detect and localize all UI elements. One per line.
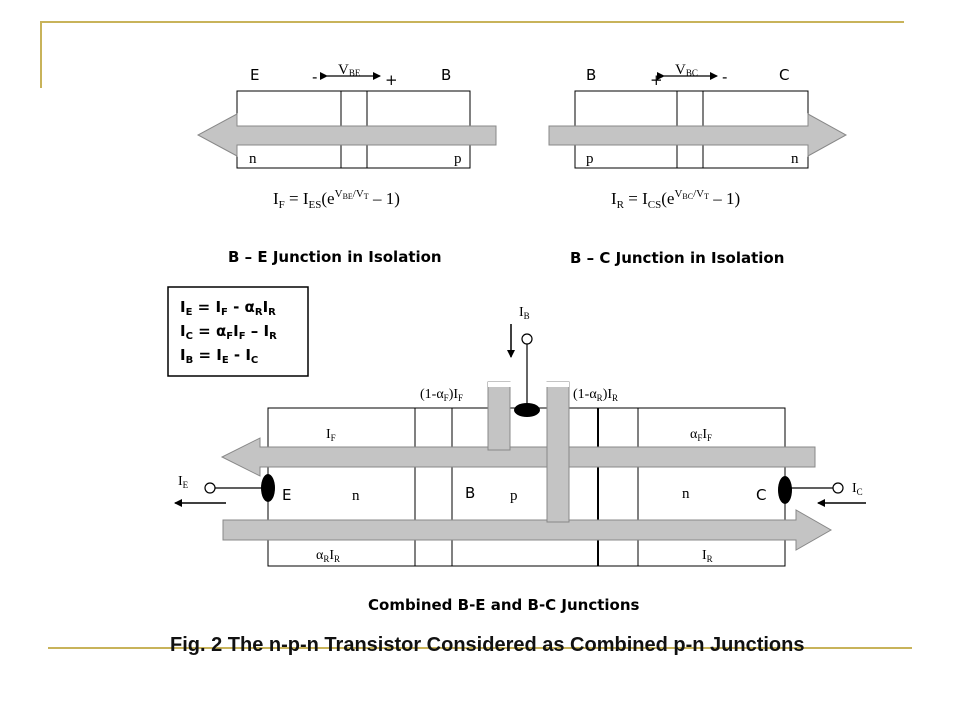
combined-title: Combined B-E and B-C Junctions <box>368 596 640 614</box>
collector-contact <box>778 476 792 504</box>
be-minus-sign: - <box>312 68 317 86</box>
forward-current-arrow <box>220 437 816 477</box>
transistor-body <box>267 407 786 567</box>
base-contact <box>514 403 540 417</box>
emitter-n-label: n <box>352 488 360 504</box>
bc-voltage-label: VBC <box>675 62 698 78</box>
recombination-branch-left <box>487 381 511 451</box>
be-voltage-label: VBE <box>338 62 361 78</box>
emitter-region-label: E <box>282 486 291 504</box>
be-junction-panel: E - VBE + B n p IF = IES(eVBE/VT – 1) B … <box>196 62 497 266</box>
emitter-terminal <box>204 482 216 494</box>
emitter-contact <box>261 474 275 502</box>
collector-terminal <box>832 482 844 494</box>
alpha-r-ir-label: αRIR <box>316 548 340 564</box>
recombination-branch-top <box>488 382 569 387</box>
current-equations-box: IE = IF - αRIR IC = αFIF – IR IB = IE - … <box>167 286 309 377</box>
recombination-branch-right <box>546 381 570 523</box>
base-region-label: B <box>465 484 475 502</box>
base-current-label: IB <box>519 305 530 321</box>
left-accent-line <box>40 21 42 88</box>
be-n-region-label: n <box>249 151 257 167</box>
equations-box-border <box>167 286 309 377</box>
bc-base-label: B <box>586 66 596 84</box>
collector-current-label: IC <box>852 481 863 497</box>
base-current-equation: IB = IE - IC <box>180 346 258 366</box>
collector-current-equation: IC = αFIF – IR <box>180 322 277 342</box>
emitter-current-label: IE <box>178 474 189 490</box>
be-plus-sign: + <box>385 71 398 89</box>
be-emitter-label: E <box>250 66 259 84</box>
bc-n-region-label: n <box>791 151 799 167</box>
be-recombination-label: (1-αF)IF <box>420 387 463 403</box>
bottom-accent-line <box>48 647 912 649</box>
alpha-f-if-label: αFIF <box>690 427 712 443</box>
be-forward-current-arrow <box>196 113 497 157</box>
be-base-label: B <box>441 66 451 84</box>
be-p-region-label: p <box>454 151 462 167</box>
bc-diode-equation: IR = ICS(eVBC/VT – 1) <box>611 188 740 211</box>
combined-transistor: IB (1-αF)IF (1-αR)IR IF αFIF IE IC E n B… <box>174 305 866 614</box>
bc-junction-panel: B + VBC - C p n IR = ICS(eVBC/VT – 1) B … <box>548 62 848 267</box>
bc-reverse-current-arrow <box>548 113 848 157</box>
bc-recombination-label: (1-αR)IR <box>573 387 618 403</box>
bc-p-region-label: p <box>586 151 594 167</box>
base-terminal <box>521 333 533 345</box>
figure-caption: Fig. 2 The n-p-n Transistor Considered a… <box>170 634 805 656</box>
forward-current-label: IF <box>326 427 336 443</box>
bc-minus-sign: - <box>722 68 727 86</box>
reverse-current-arrow <box>222 509 833 551</box>
be-diode-equation: IF = IES(eVBE/VT – 1) <box>273 188 400 211</box>
bc-junction-title: B – C Junction in Isolation <box>570 249 784 267</box>
bc-plus-sign: + <box>650 71 663 89</box>
collector-region-label: C <box>756 486 766 504</box>
reverse-current-label: IR <box>702 548 713 564</box>
top-accent-line <box>40 21 904 23</box>
bc-collector-label: C <box>779 66 789 84</box>
base-p-label: p <box>510 488 518 504</box>
collector-n-label: n <box>682 486 690 502</box>
be-junction-title: B – E Junction in Isolation <box>228 248 442 266</box>
emitter-current-equation: IE = IF - αRIR <box>180 298 276 318</box>
